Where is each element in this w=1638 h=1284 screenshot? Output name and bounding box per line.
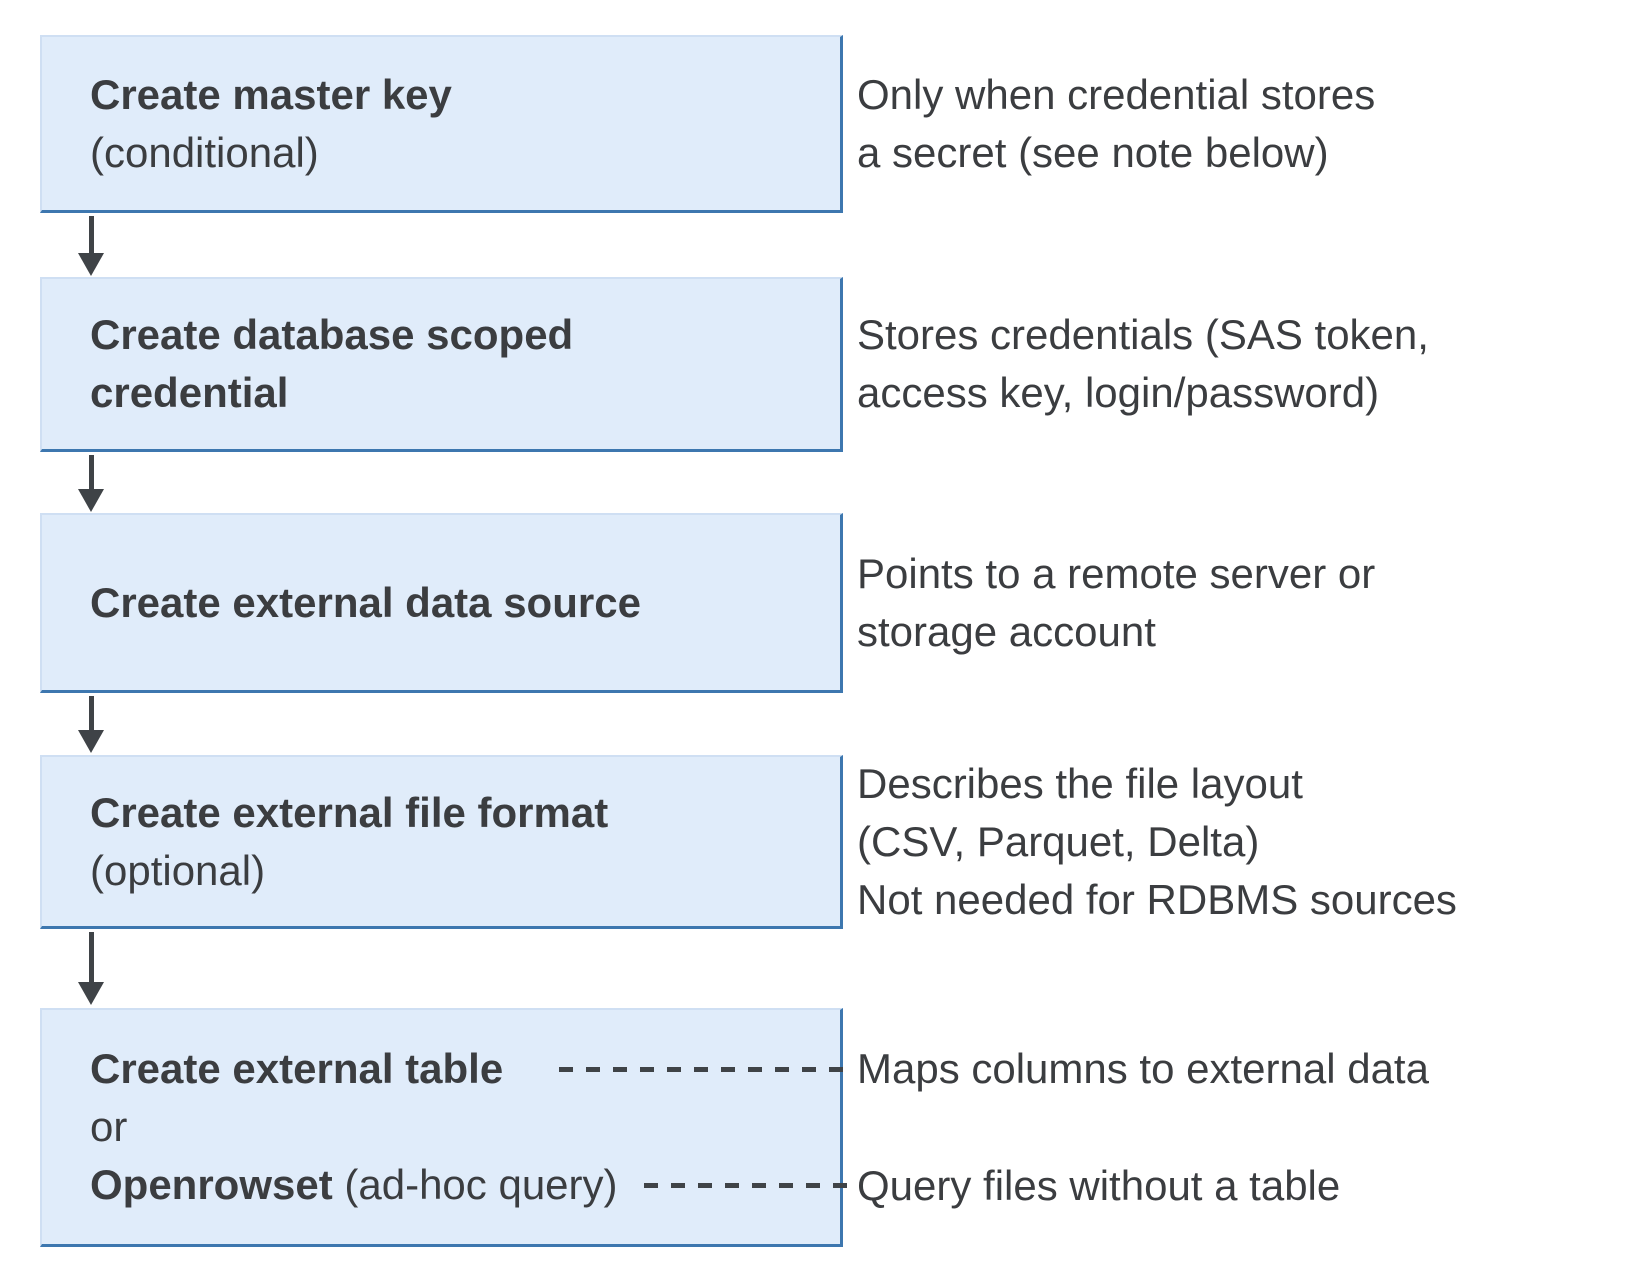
note-openrowset: Query files without a table [857, 1157, 1627, 1215]
step-title: credential [90, 369, 289, 416]
note-line: Query files without a table [857, 1162, 1341, 1209]
step-title: Create external file format [90, 788, 609, 836]
note-master-key: Only when credential stores a secret (se… [857, 66, 1627, 182]
step-title: Create master key [90, 70, 452, 118]
option-a-title: Create external table [90, 1045, 504, 1092]
arrow-head [78, 253, 104, 276]
note-line: Only when credential stores [857, 71, 1376, 118]
arrow-stem [88, 216, 94, 253]
arrow-down-icon [78, 932, 104, 1005]
step-title: Create database scoped [90, 311, 574, 358]
note-line: Describes the file layout [857, 760, 1303, 807]
note-line: Not needed for RDBMS sources [857, 876, 1457, 923]
note-line: (CSV, Parquet, Delta) [857, 818, 1260, 865]
step-box-external-data-source: Create external data source [40, 513, 843, 693]
option-b-qualifier: (ad-hoc query) [332, 1161, 618, 1208]
step-title: Create external data source [90, 578, 641, 626]
note-line: storage account [857, 608, 1156, 655]
option-b-line: Openrowset (ad-hoc query) [90, 1156, 854, 1214]
arrow-down-icon [78, 216, 104, 276]
step-box-scoped-credential: Create database scoped credential [40, 277, 843, 452]
arrow-stem [88, 696, 94, 730]
step-box-external-table: Create external table or Openrowset (ad-… [40, 1008, 854, 1247]
note-external-table: Maps columns to external data [857, 1040, 1627, 1098]
arrow-down-icon [78, 696, 104, 753]
arrow-head [78, 730, 104, 753]
arrow-head [78, 982, 104, 1005]
step-box-master-key: Create master key (conditional) [40, 35, 843, 213]
arrow-down-icon [78, 455, 104, 512]
step-qualifier: (optional) [90, 846, 266, 894]
note-scoped-credential: Stores credentials (SAS token, access ke… [857, 306, 1627, 422]
note-line: a secret (see note below) [857, 129, 1329, 176]
arrow-stem [88, 455, 94, 489]
step-qualifier: (conditional) [90, 128, 319, 176]
or-label: or [90, 1103, 128, 1150]
dashed-connector-line [643, 1182, 854, 1188]
note-external-file-format: Describes the file layout (CSV, Parquet,… [857, 755, 1627, 929]
arrow-head [78, 489, 104, 512]
note-line: Stores credentials (SAS token, [857, 311, 1429, 358]
option-a-line: Create external table [90, 1040, 854, 1098]
note-line: Points to a remote server or [857, 550, 1376, 597]
note-line: access key, login/password) [857, 369, 1380, 416]
note-line: Maps columns to external data [857, 1045, 1429, 1092]
option-b-title: Openrowset [90, 1161, 333, 1208]
arrow-stem [88, 932, 94, 982]
note-external-data-source: Points to a remote server or storage acc… [857, 545, 1627, 661]
dashed-connector-line [559, 1066, 854, 1072]
step-box-external-file-format: Create external file format (optional) [40, 755, 843, 929]
